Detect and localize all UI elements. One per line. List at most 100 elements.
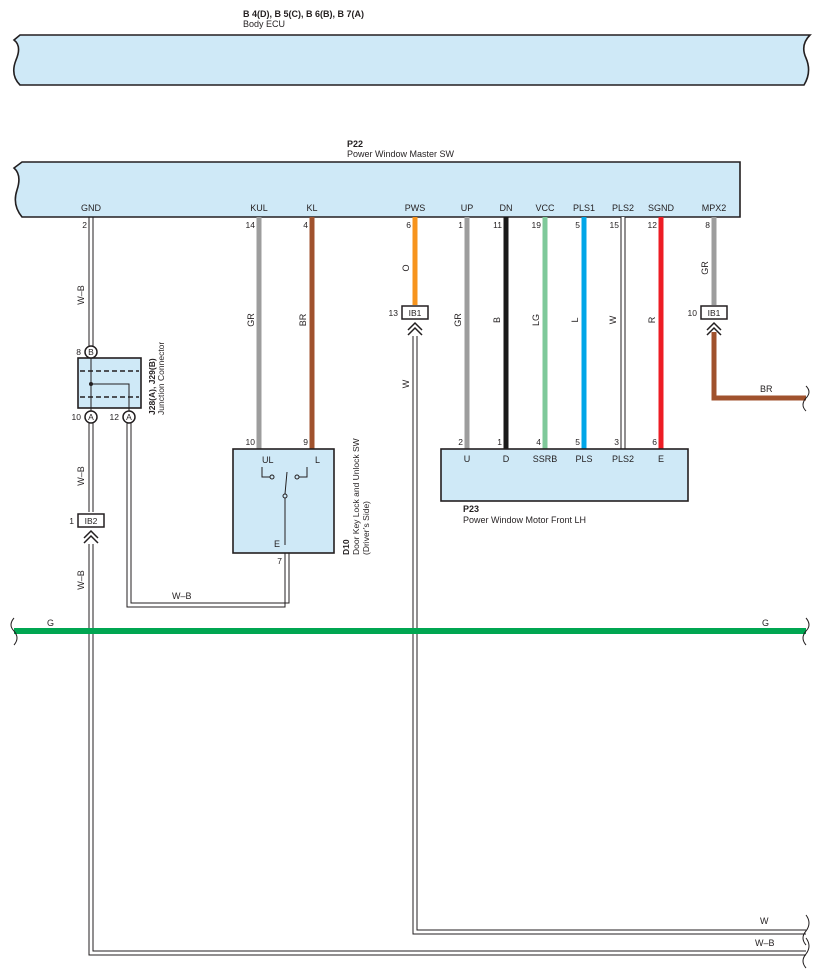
terminal-pws: PWS [405, 203, 426, 213]
key-sw-terminal-ul: UL [262, 455, 274, 465]
wire-key-e-wb-b [130, 423, 290, 604]
key-sw-terminal-l: L [315, 455, 320, 465]
junction-pin-a1-number: 10 [72, 412, 82, 422]
junction-pin-a2-letter: A [126, 412, 132, 422]
wire-label-dn: B [492, 317, 502, 323]
wire-label-vcc: LG [531, 314, 541, 326]
master-sw-code: P22 [347, 139, 363, 149]
break-mark-br [802, 385, 810, 412]
key-sw-symbol [261, 467, 308, 545]
ib2-chevron-icon [83, 529, 99, 544]
wire-label-pls1: L [570, 317, 580, 322]
master-sw-module [12, 161, 741, 218]
pin-pls1: 5 [575, 220, 580, 230]
master-sw-name: Power Window Master SW [347, 149, 455, 159]
ib2-pin: 1 [69, 516, 74, 526]
pin-kul: 14 [246, 220, 256, 230]
pin-vcc: 19 [532, 220, 542, 230]
door-key-sw-box [232, 448, 335, 554]
junction-pin-b-marker [84, 345, 98, 359]
wire-label-gnd-top: W–B [76, 285, 86, 305]
motor-terminal-e: E [658, 454, 664, 464]
pin-dn: 11 [493, 220, 502, 230]
terminal-pls1: PLS1 [573, 203, 595, 213]
key-sw-pin-e: 7 [277, 556, 282, 566]
wire-label-up: GR [453, 313, 463, 327]
wire-gnd-wb-low-a [88, 544, 806, 956]
junction-code: J28(A), J29(B) [147, 358, 157, 415]
wire-label-mpx2-out: BR [760, 384, 773, 394]
wire-label-gnd-low: W–B [76, 570, 86, 590]
bus-label-right: G [762, 618, 769, 628]
pin-gnd: 2 [82, 220, 87, 230]
key-sw-pin-ul: 10 [246, 437, 256, 447]
wire-label-pws-lower: W [401, 379, 411, 388]
motor-pin-d: 1 [497, 437, 502, 447]
motor-box [440, 448, 689, 502]
wire-label-bottom-wb: W–B [755, 938, 775, 948]
motor-pin-pls2: 3 [614, 437, 619, 447]
junction-pin-a1-marker [84, 410, 98, 424]
wire-label-pws: O [401, 264, 411, 271]
break-mark-bus-left [10, 617, 18, 646]
motor-pin-pls: 5 [575, 437, 580, 447]
terminal-up: UP [461, 203, 474, 213]
key-sw-side: (Driver’s Side) [361, 501, 371, 555]
terminal-vcc: VCC [535, 203, 555, 213]
wire-key-e-wb-a [126, 423, 286, 608]
ib1-a-chevron-icon [407, 321, 423, 336]
ib2-name: IB2 [85, 516, 98, 526]
motor-terminal-ssrb: SSRB [533, 454, 558, 464]
motor-pin-e: 6 [652, 437, 657, 447]
pin-up: 1 [458, 220, 463, 230]
body-ecu-code: B 4(D), B 5(C), B 6(B), B 7(A) [243, 9, 364, 19]
ib1-b-pin: 10 [688, 308, 698, 318]
pin-kl: 4 [303, 220, 308, 230]
junction-pin-a1-letter: A [88, 412, 94, 422]
wire-label-key-e: W–B [172, 591, 192, 601]
terminal-kul: KUL [250, 203, 268, 213]
terminal-gnd: GND [81, 203, 102, 213]
break-mark-bus-right [802, 617, 810, 646]
key-sw-name: Door Key Lock and Unlock SW [351, 438, 361, 555]
wire-mpx2-br [711, 332, 806, 401]
key-sw-pin-l: 9 [303, 437, 308, 447]
wire-pws-w-a [412, 336, 806, 935]
wire-label-bottom-w: W [760, 916, 769, 926]
wire-label-mpx2: GR [700, 261, 710, 275]
ib1-a-connector [401, 305, 429, 320]
terminal-dn: DN [500, 203, 513, 213]
ib1-b-name: IB1 [708, 308, 721, 318]
pin-mpx2: 8 [705, 220, 710, 230]
motor-code: P23 [463, 504, 479, 514]
ib1-a-pin: 13 [389, 308, 399, 318]
break-mark-wb [802, 937, 810, 969]
motor-terminal-pls2: PLS2 [612, 454, 634, 464]
body-ecu-module [12, 34, 812, 86]
wire-gnd-wb-low-b [92, 544, 806, 952]
ib2-connector [77, 513, 105, 528]
wire-label-sgnd: R [647, 316, 657, 323]
body-ecu-name: Body ECU [243, 19, 285, 29]
terminal-pls2: PLS2 [612, 203, 634, 213]
pin-sgnd: 12 [648, 220, 658, 230]
junction-pin-b-number: 8 [76, 347, 81, 357]
motor-terminal-d: D [503, 454, 510, 464]
wire-pws-w-b [416, 336, 806, 931]
pin-pws: 6 [406, 220, 411, 230]
ib1-b-connector [700, 305, 728, 320]
junction-name: Junction Connector [156, 342, 166, 415]
wire-label-gnd-mid: W–B [76, 466, 86, 486]
motor-name: Power Window Motor Front LH [463, 515, 586, 525]
bus-label-left: G [47, 618, 54, 628]
key-sw-code: D10 [341, 539, 351, 555]
ib1-a-name: IB1 [409, 308, 422, 318]
terminal-sgnd: SGND [648, 203, 675, 213]
ib1-b-chevron-icon [706, 321, 722, 336]
wire-gnd-wb-mid [88, 423, 94, 512]
motor-terminal-pls: PLS [575, 454, 592, 464]
wire-label-pls2: W [608, 315, 618, 324]
junction-pin-b-letter: B [88, 347, 94, 357]
break-mark-w [802, 914, 810, 946]
